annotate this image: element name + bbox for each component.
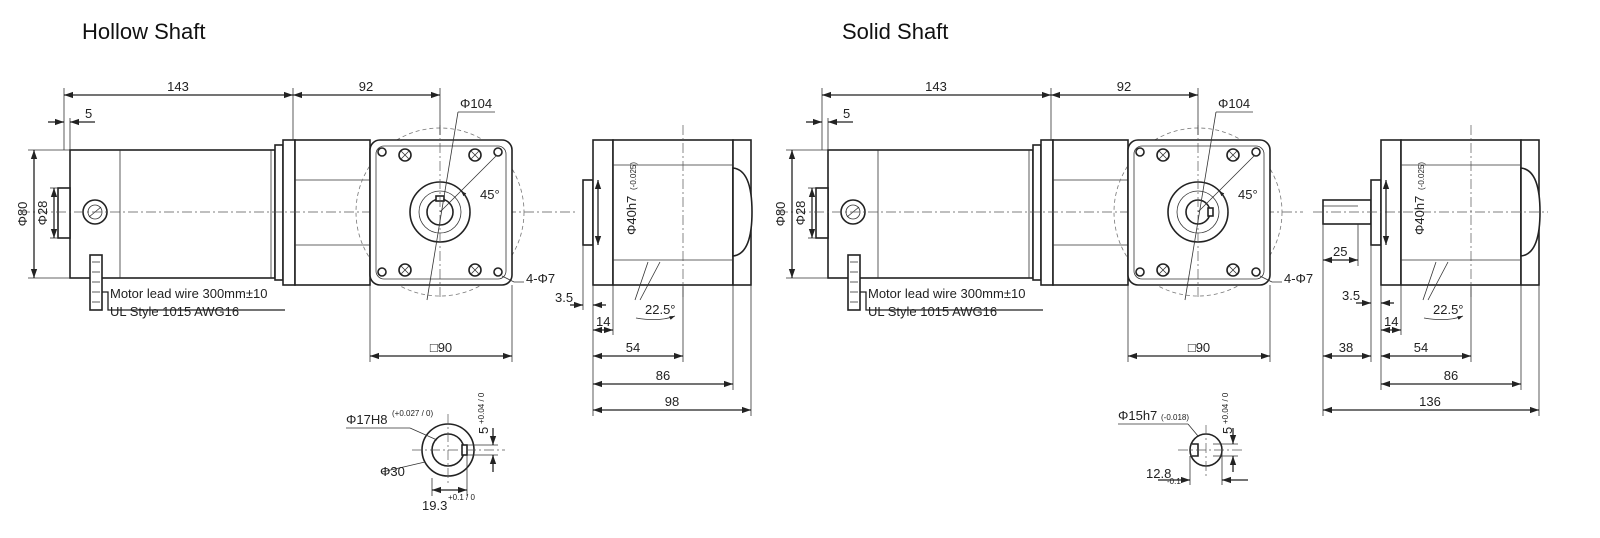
hollow-shaft-title: Hollow Shaft: [82, 19, 206, 44]
hollow-shaft-view: 143 92 5 Φ104 Φ80 Φ28 45° 4-Φ7 Motor lea…: [15, 79, 753, 513]
dim-4-phi7: 4-Φ7: [1284, 271, 1313, 286]
flat-12-8: 12.8: [1146, 466, 1171, 481]
key-tolerance: +0.04 / 0: [477, 392, 486, 424]
dim-5: 5: [85, 106, 92, 121]
key-5: 5: [476, 427, 491, 434]
dim-136: 136: [1419, 394, 1441, 409]
dim-phi40h7-tol: (-0.025): [629, 162, 638, 190]
depth-tolerance: +0.1 / 0: [448, 493, 475, 502]
hollow-dimension-lines: [28, 88, 752, 416]
solid-shaft-detail: Φ15h7 (-0.018) 5 +0.04 / 0 12.8 -0.1: [1118, 392, 1248, 486]
dim-14: 14: [596, 314, 610, 329]
dim-92: 92: [1117, 79, 1131, 94]
depth-19-3: 19.3: [422, 498, 447, 513]
dim-5: 5: [843, 106, 850, 121]
solid-shaft-view: 143 92 5 Φ104 Φ80 Φ28 45° 4-Φ7 Motor lea…: [773, 79, 1548, 486]
shaft-phi15h7: Φ15h7: [1118, 408, 1157, 423]
bore-tolerance: (+0.027 / 0): [392, 409, 433, 418]
dim-86: 86: [656, 368, 670, 383]
dim-3-5: 3.5: [555, 290, 573, 305]
solid-dimension-texts: 143 92 5 Φ104 Φ80 Φ28 45° 4-Φ7 Motor lea…: [773, 79, 1464, 409]
dim-4-phi7: 4-Φ7: [526, 271, 555, 286]
hollow-bore-detail: Φ17H8 (+0.027 / 0) 5 +0.04 / 0 Φ30 19.3 …: [346, 392, 505, 513]
dim-square-90: □90: [430, 340, 452, 355]
dim-phi28: Φ28: [35, 201, 50, 226]
dim-45deg: 45°: [1238, 187, 1258, 202]
dim-54: 54: [1414, 340, 1428, 355]
solid-dimension-lines: [786, 88, 1540, 416]
dim-14: 14: [1384, 314, 1398, 329]
wire-label: Motor lead wire 300mm±10: [868, 286, 1025, 301]
dim-phi40h7: Φ40h7: [1412, 196, 1427, 235]
dim-86: 86: [1444, 368, 1458, 383]
shaft-tolerance: (-0.018): [1161, 413, 1189, 422]
dim-phi104: Φ104: [460, 96, 492, 111]
dim-98: 98: [665, 394, 679, 409]
dim-25: 25: [1333, 244, 1347, 259]
dim-143: 143: [167, 79, 189, 94]
dim-square-90: □90: [1188, 340, 1210, 355]
solid-gearbox-front-view: [1113, 111, 1283, 301]
dim-54: 54: [626, 340, 640, 355]
dim-phi40h7: Φ40h7: [624, 196, 639, 235]
hollow-motor-side-view: [20, 139, 575, 311]
dim-22-5deg: 22.5°: [645, 302, 676, 317]
dim-phi104: Φ104: [1218, 96, 1250, 111]
dim-phi80: Φ80: [773, 202, 788, 227]
solid-right-side-view: [1313, 125, 1548, 301]
dim-phi80: Φ80: [15, 202, 30, 227]
dim-phi28: Φ28: [793, 201, 808, 226]
dim-38: 38: [1339, 340, 1353, 355]
hollow-dimension-texts: 143 92 5 Φ104 Φ80 Φ28 45° 4-Φ7 Motor lea…: [15, 79, 679, 409]
dim-3-5: 3.5: [1342, 288, 1360, 303]
solid-motor-side-view: [778, 139, 1303, 311]
flat-tolerance: -0.1: [1167, 477, 1181, 486]
key-tolerance: +0.04 / 0: [1221, 392, 1230, 424]
bore-phi17h8: Φ17H8: [346, 412, 387, 427]
dim-22-5deg: 22.5°: [1433, 302, 1464, 317]
wire-label: Motor lead wire 300mm±10: [110, 286, 267, 301]
solid-shaft-title: Solid Shaft: [842, 19, 949, 44]
dim-45deg: 45°: [480, 187, 500, 202]
dim-92: 92: [359, 79, 373, 94]
ul-label: UL Style 1015 AWG16: [868, 304, 997, 319]
dim-143: 143: [925, 79, 947, 94]
ul-label: UL Style 1015 AWG16: [110, 304, 239, 319]
hollow-right-side-view: [582, 125, 753, 301]
outer-phi30: Φ30: [380, 464, 405, 479]
key-5: 5: [1220, 427, 1235, 434]
dim-phi40h7-tol: (-0.025): [1417, 162, 1426, 190]
hollow-gearbox-front-view: [355, 111, 525, 301]
